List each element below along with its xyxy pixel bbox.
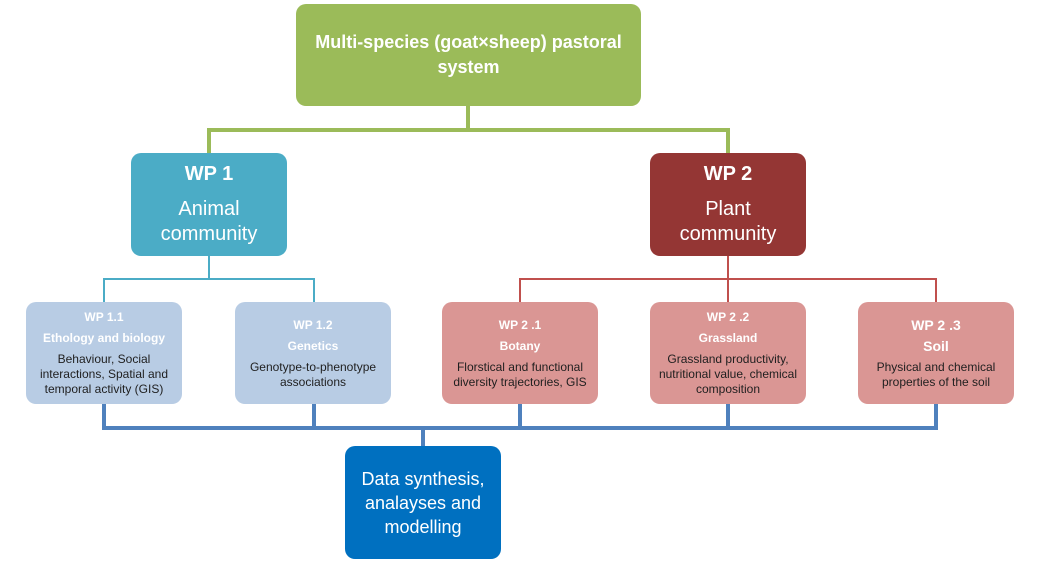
wp1-2-box: WP 1.2 Genetics Genotype-to-phenotype as… <box>235 302 391 404</box>
wp1-2-description: Genotype-to-phenotype associations <box>249 359 377 389</box>
wp2-connector <box>519 256 937 302</box>
root-title: Multi-species (goat×sheep) pastoral syst… <box>315 32 622 77</box>
wp1-connector <box>103 256 315 302</box>
wp2-2-description: Grassland productivity, nutritional valu… <box>658 352 798 396</box>
wp1-1-code: WP 1.1 <box>84 310 124 324</box>
wp1-1-name: Ethology and biology <box>43 331 165 345</box>
wp2-title: Plant community <box>679 198 777 245</box>
wp1-title: Animal community <box>160 198 258 245</box>
wp1-2-code: WP 1.2 <box>293 317 333 332</box>
wp2-1-name: Botany <box>499 338 541 353</box>
wp2-2-box: WP 2 .2 Grassland Grassland productivity… <box>650 302 806 404</box>
wp2-box: WP 2 Plant community <box>650 153 806 256</box>
wp1-1-description: Behaviour, Social interactions, Spatial … <box>39 352 169 396</box>
wp2-1-description: Florstical and functional diversity traj… <box>453 359 587 389</box>
wp2-1-box: WP 2 .1 Botany Florstical and functional… <box>442 302 598 404</box>
wp1-2-name: Genetics <box>287 338 339 353</box>
wp1-1-box: WP 1.1 Ethology and biology Behaviour, S… <box>26 302 182 404</box>
wp2-code: WP 2 <box>703 163 753 185</box>
wp1-code: WP 1 <box>184 163 234 185</box>
wp1-box: WP 1 Animal community <box>131 153 287 256</box>
wp2-2-name: Grassland <box>698 331 758 345</box>
synthesis-box: Data synthesis, analayses and modelling <box>345 446 501 559</box>
wp2-3-name: Soil <box>923 337 949 354</box>
wp2-1-code: WP 2 .1 <box>498 317 542 332</box>
wp2-2-code: WP 2 .2 <box>706 310 750 324</box>
root-box: Multi-species (goat×sheep) pastoral syst… <box>296 4 641 106</box>
synthesis-connector <box>102 404 938 446</box>
wp2-3-description: Physical and chemical properties of the … <box>876 359 996 389</box>
wp2-3-code: WP 2 .3 <box>911 316 961 333</box>
wp2-3-box: WP 2 .3 Soil Physical and chemical prope… <box>858 302 1014 404</box>
synthesis-title: Data synthesis, analayses and modelling <box>361 468 485 537</box>
root-connector <box>207 106 730 153</box>
